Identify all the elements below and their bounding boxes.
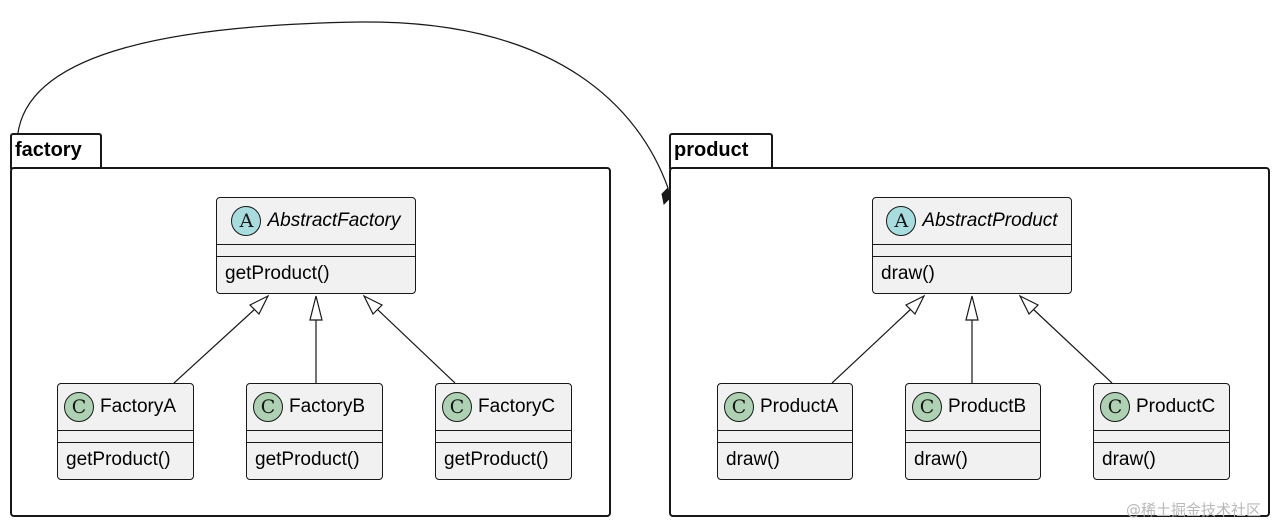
class-fields [1094, 431, 1229, 442]
composition-line [17, 21, 669, 189]
class-factory-c[interactable]: C FactoryC getProduct() [435, 383, 572, 480]
class-fields [58, 431, 193, 442]
class-method: draw() [881, 263, 935, 284]
class-icon: C [442, 392, 472, 422]
class-method: getProduct() [225, 263, 330, 284]
class-divider [1094, 442, 1229, 443]
class-method: draw() [914, 449, 968, 470]
package-label-product: product [674, 139, 749, 161]
class-header: A AbstractProduct [873, 198, 1071, 244]
class-header: A AbstractFactory [217, 198, 415, 244]
class-fields [873, 245, 1071, 256]
class-fields [247, 431, 382, 442]
class-product-a[interactable]: C ProductA draw() [717, 383, 853, 480]
inheritance-line-factory-a [173, 308, 256, 384]
class-divider [873, 244, 1071, 245]
package-factory [10, 167, 611, 517]
class-icon: C [64, 392, 94, 422]
class-icon: C [1100, 392, 1130, 422]
class-name: FactoryC [478, 396, 556, 417]
class-method: getProduct() [66, 449, 171, 470]
class-product-b[interactable]: C ProductB draw() [905, 383, 1041, 480]
class-product-c[interactable]: C ProductC draw() [1093, 383, 1230, 480]
class-header: C ProductC [1094, 384, 1229, 430]
class-method: draw() [726, 449, 780, 470]
inheritance-line-product-c [1032, 308, 1113, 384]
class-divider [906, 430, 1040, 431]
class-fields [718, 431, 852, 442]
package-label-factory: factory [15, 139, 82, 161]
class-divider [1094, 430, 1229, 431]
class-divider [436, 430, 571, 431]
class-name: AbstractProduct [922, 210, 1058, 231]
class-icon: C [724, 392, 754, 422]
class-divider [718, 430, 852, 431]
inheritance-line-product-a [831, 308, 912, 384]
inheritance-arrow-product-a [904, 294, 926, 316]
class-abstract-factory[interactable]: A AbstractFactory getProduct() [216, 197, 416, 294]
class-divider [873, 256, 1071, 257]
class-fields [217, 245, 415, 256]
class-name: FactoryA [100, 396, 177, 417]
class-abstract-product[interactable]: A AbstractProduct draw() [872, 197, 1072, 294]
package-tab-factory: factory [10, 133, 102, 169]
class-divider [436, 442, 571, 443]
inheritance-arrow-factory-c [362, 294, 384, 316]
inheritance-arrow-product-b [965, 295, 979, 321]
inheritance-arrow-factory-a [248, 294, 270, 316]
class-factory-b[interactable]: C FactoryB getProduct() [246, 383, 383, 480]
class-name: ProductC [1136, 396, 1216, 417]
class-divider [906, 442, 1040, 443]
package-tab-product: product [669, 133, 773, 169]
class-factory-a[interactable]: C FactoryA getProduct() [57, 383, 194, 480]
class-header: C FactoryA [58, 384, 193, 430]
inheritance-arrow-factory-b [309, 295, 323, 321]
class-name: ProductA [760, 396, 839, 417]
abstract-class-icon: A [231, 206, 262, 236]
class-header: C ProductB [906, 384, 1040, 430]
class-divider [58, 430, 193, 431]
class-method: draw() [1102, 449, 1156, 470]
class-divider [247, 430, 382, 431]
class-divider [217, 244, 415, 245]
class-header: C ProductA [718, 384, 852, 430]
abstract-class-icon: A [886, 206, 917, 236]
inheritance-arrow-product-c [1018, 294, 1040, 316]
class-name: FactoryB [289, 396, 366, 417]
class-method: getProduct() [255, 449, 360, 470]
class-fields [436, 431, 571, 442]
class-divider [58, 442, 193, 443]
class-name: AbstractFactory [267, 210, 401, 231]
class-icon: C [253, 392, 283, 422]
package-product [669, 167, 1270, 517]
class-name: ProductB [948, 396, 1027, 417]
class-method: getProduct() [444, 449, 549, 470]
class-divider [247, 442, 382, 443]
inheritance-line-factory-c [376, 308, 456, 384]
class-divider [718, 442, 852, 443]
class-divider [217, 256, 415, 257]
class-header: C FactoryC [436, 384, 571, 430]
class-fields [906, 431, 1040, 442]
class-icon: C [912, 392, 942, 422]
class-header: C FactoryB [247, 384, 382, 430]
watermark: @稀土掘金技术社区 [1125, 501, 1261, 519]
